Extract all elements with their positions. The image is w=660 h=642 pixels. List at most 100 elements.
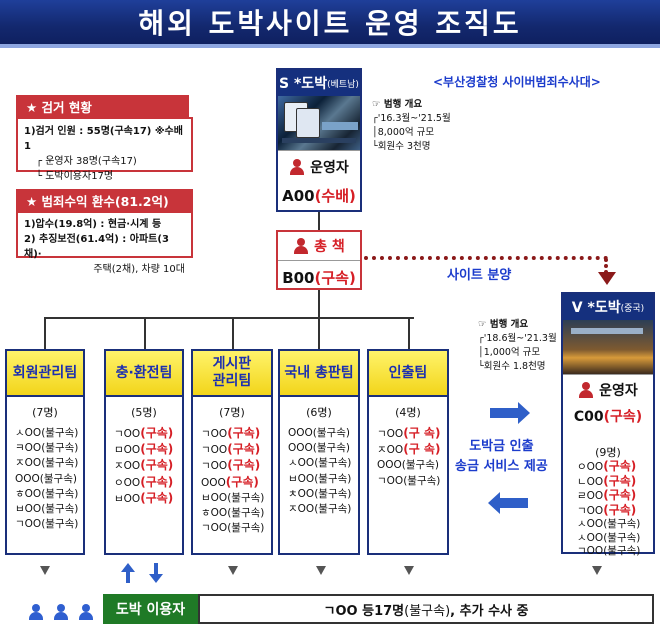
team-box-board-management: 게시판 관리팀 (7명) ㄱOO(구속)ㄱOO(구속)ㄱOO(구속)OOO(구속…: [191, 349, 273, 555]
team-member: OOO(불구속): [15, 472, 83, 487]
site-v-operator-row: 운영자: [563, 374, 653, 405]
member-status: (불구속): [314, 487, 352, 500]
team-member: ㅎOO(불구속): [15, 487, 83, 502]
member-status: (불구속): [227, 491, 265, 504]
site-v-crime-summary: ☞ 범행 개요 ┌'18.6월~'21.3월 │1,000억 규모 └회원수 1…: [478, 318, 557, 374]
member-name: ㄱOO: [377, 474, 404, 487]
arrest-operators: ┌ 운영자 38명(구속17): [36, 156, 137, 167]
team-member: ㅋOO(불구속): [15, 441, 83, 456]
member-name: ㄱOO: [577, 504, 604, 517]
team-member: ㄱOO(구속): [201, 426, 271, 442]
team-name: 회원관리팀: [7, 351, 83, 397]
connector-line: [232, 317, 234, 349]
team-count: (7명): [219, 406, 245, 419]
member-status: (불구속): [603, 518, 641, 530]
member-status: (구속): [227, 458, 261, 473]
user-icon: [78, 604, 94, 620]
site-s-country: (베트남): [327, 79, 359, 90]
member-name: ㅎOO: [15, 487, 42, 500]
team-member-list: ㄱOO(구속)ㅁOO(구속)ㅈOO(구속)ㅇOO(구속)ㅂOO(구속): [106, 426, 182, 507]
member-status: (구속): [603, 473, 637, 488]
member-status: (불구속): [312, 442, 350, 455]
arrest-status-heading: ★ 검거 현황: [16, 95, 189, 117]
site-s-operator-row: 운영자: [278, 150, 360, 183]
team-member: ㅁOO(구속): [114, 442, 182, 458]
team-member: ㄱOO(불구속): [377, 474, 447, 489]
boss-box: 총 책 B00(구속): [276, 230, 362, 290]
down-arrow-icon: [592, 566, 602, 575]
connector-line: [44, 317, 46, 349]
connector-line: [44, 317, 414, 319]
member-status: (불구속): [227, 522, 265, 535]
user-icon: [53, 604, 69, 620]
team-member: OOO(불구속): [377, 458, 447, 473]
team-member: ㅅOO(불구속): [577, 532, 653, 546]
team-member: ㅈOO(구속): [114, 458, 182, 474]
member-name: ㄱOO: [577, 545, 604, 557]
proceeds-seized: 1)압수(19.8억) : 현금·시계 등: [24, 219, 162, 230]
team-member: ㅇOO(구속): [114, 475, 182, 491]
member-status: (구속): [140, 426, 174, 440]
team-count: (5명): [131, 406, 157, 419]
team-box-domestic-distributor: 국내 총판팀 (6명) OOO(불구속)OOO(불구속)ㅅOO(불구속)ㅂOO(…: [278, 349, 360, 555]
connector-line: [318, 317, 320, 349]
arrest-users: └ 도박이용자17명: [36, 171, 114, 182]
title-underline: [0, 44, 660, 48]
member-status: (불구속): [401, 459, 439, 472]
member-name: OOO: [377, 459, 402, 472]
connector-line: [318, 212, 320, 230]
site-s-summary-heading: ☞ 범행 개요: [372, 99, 423, 110]
distribution-arrow-icon: [598, 272, 616, 285]
boss-label: 총 책: [314, 239, 345, 255]
team-member: ㅊOO(불구속): [288, 487, 358, 502]
site-s-operator-code: A00(수배): [282, 187, 356, 205]
site-v-count: (9명): [595, 446, 621, 459]
team-member: ㅂOO(불구속): [288, 472, 358, 487]
team-member: ㄱOO(불구속): [577, 545, 653, 559]
team-member: ㄹOO(구속): [577, 488, 653, 504]
proceeds-box: 1)압수(19.8억) : 현금·시계 등 2) 추징보전(61.4억) : 아…: [16, 211, 193, 275]
site-s-screenshot: [278, 96, 360, 150]
team-member: ㄴOO(구속): [577, 473, 653, 490]
team-member: ㄱOO(구속): [577, 503, 653, 519]
member-status: (불구속): [312, 427, 350, 439]
member-name: ㄱOO: [201, 460, 228, 473]
team-count: (7명): [32, 406, 58, 419]
member-name: ㅇOO: [114, 476, 141, 489]
member-name: ㅊOO: [288, 487, 315, 500]
member-status: (불구속): [314, 472, 352, 485]
arrest-status-box: 1)검거 인원 : 55명(구속17) ※수배1 ┌ 운영자 38명(구속17)…: [16, 117, 193, 182]
right-arrow-icon: [490, 402, 530, 424]
users-icon-group: [28, 604, 99, 620]
transfer-label-line1: 도박금 인출: [469, 439, 534, 454]
member-name: ㅅOO: [15, 427, 42, 439]
page-title: 해외 도박사이트 운영 조직도: [138, 7, 522, 40]
member-name: ㄱOO: [201, 444, 228, 457]
team-member: ㄱOO(구속): [114, 426, 182, 442]
member-name: OOO: [288, 427, 313, 439]
member-status: (구속): [140, 458, 174, 473]
team-member: ㅈOO(구 속): [377, 442, 447, 458]
member-name: ㅈOO: [114, 460, 141, 473]
person-icon: [578, 382, 594, 398]
site-s-period: ┌'16.3월~'21.5월: [372, 113, 451, 124]
connector-line: [318, 290, 320, 318]
member-name: ㅈOO: [377, 444, 404, 457]
team-member: ㅂOO(불구속): [201, 491, 271, 506]
member-status: (불구속): [41, 503, 79, 516]
member-name: ㅂOO: [201, 491, 228, 504]
team-member: ㄱOO(불구속): [15, 517, 83, 532]
boss-header: 총 책: [278, 232, 360, 261]
distribution-label: 사이트 분양: [447, 268, 512, 283]
team-member: ㅂOO(불구속): [15, 502, 83, 517]
left-arrow-icon: [488, 492, 528, 514]
member-name: ㄹOO: [577, 490, 604, 502]
member-name: ㄱOO: [15, 518, 42, 531]
member-status: (구 속): [403, 426, 441, 440]
team-member: ㅈOO(불구속): [288, 502, 358, 517]
team-count: (6명): [306, 406, 332, 419]
member-status: (구속): [603, 459, 637, 473]
site-s-box: S *도박(베트남) 운영자 A00(수배): [276, 68, 362, 212]
team-member: ㅅOO(불구속): [577, 518, 653, 532]
team-box-withdrawal: 인출팀 (4명) ㄱOO(구 속)ㅈOO(구 속)OOO(불구속)ㄱOO(불구속…: [367, 349, 449, 555]
